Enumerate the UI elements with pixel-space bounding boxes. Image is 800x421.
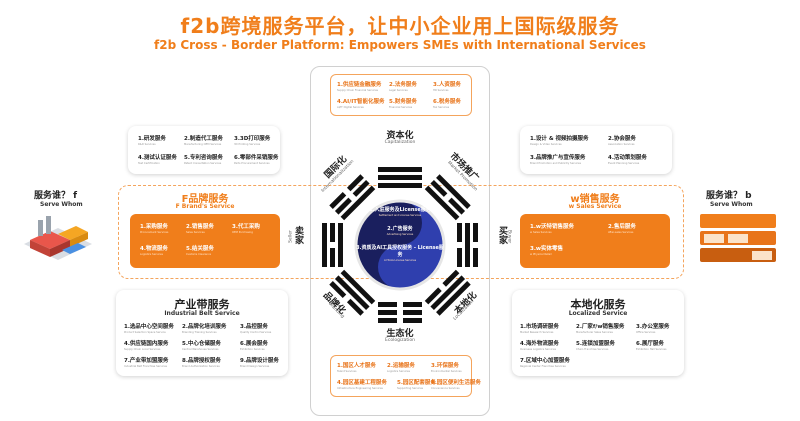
serve-right-subtitle: Serve Whom <box>710 201 753 208</box>
storefront-window-1 <box>704 234 724 243</box>
trigram-right <box>457 223 478 267</box>
seller-label: 卖家 <box>293 226 303 244</box>
seller-sub: Seller <box>288 230 294 243</box>
factory-illustration <box>24 216 92 260</box>
page-subtitle: f2b Cross - Border Platform: Empowers SM… <box>154 38 646 52</box>
trigram-left <box>322 223 343 267</box>
industrial-subtitle: Industrial Belt Service <box>164 310 240 317</box>
trigram-top-right <box>424 174 471 221</box>
localized-title: 本地化服务 <box>570 298 626 311</box>
ring-bottom-label: 生态化 <box>386 329 414 339</box>
trigram-top <box>378 167 422 188</box>
ring-top-label: 资本化 <box>386 131 414 141</box>
serve-right-title: 服务谁？ b <box>706 191 752 201</box>
trigram-bottom <box>378 302 422 323</box>
page-title: f2b跨境服务平台，让中小企业用上国际级服务 <box>180 14 620 38</box>
bagua-diagram <box>322 167 478 323</box>
storefront-window-3 <box>752 251 772 260</box>
storefront-top <box>700 214 776 228</box>
ring-bottom-sub: Ecologization <box>385 338 415 343</box>
trigram-bottom-left <box>329 269 376 316</box>
trigram-top-left <box>329 174 376 221</box>
w-sales-subtitle: w Sales Service <box>568 203 622 210</box>
w-sales-title: w销售服务 <box>570 194 620 205</box>
storefront-window-2 <box>728 234 748 243</box>
ring-top-sub: Capitalization <box>384 140 416 145</box>
f-brand-title: F品牌服务 <box>181 194 229 205</box>
storefront-illustration <box>700 214 776 264</box>
industrial-belt-box: 产业带服务 Industrial Belt Service 1.选品中心空间服务… <box>116 290 288 376</box>
serve-left-title: 服务谁？ f <box>34 191 78 201</box>
f-brand-subtitle: F Brand's Service <box>175 203 235 210</box>
trigram-bottom-right <box>424 269 471 316</box>
buyer-label: 买家 <box>497 226 507 244</box>
buyer-sub: Buyer <box>506 229 512 244</box>
localized-subtitle: Localized Service <box>568 310 628 317</box>
industrial-title: 产业带服务 <box>174 298 230 311</box>
serve-left-subtitle: Serve Whom <box>40 201 83 208</box>
